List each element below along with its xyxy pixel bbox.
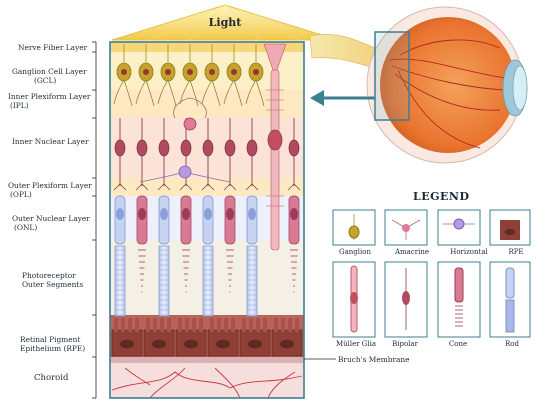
legend-box-ganglion	[332, 209, 376, 246]
legend-box-cone	[437, 261, 481, 338]
light-label: Light	[208, 16, 242, 29]
rpe-cell	[111, 318, 143, 357]
label-inl: Inner Nuclear Layer	[12, 137, 89, 146]
bruch-band	[110, 357, 304, 363]
eye-zoom-box	[374, 31, 410, 121]
legend-box-bipolar	[384, 261, 428, 338]
legend	[332, 209, 531, 338]
legend-caption-muller-glia: Müller Glia	[335, 340, 377, 348]
ganglion-cell	[201, 44, 221, 107]
rpe-cell	[207, 318, 239, 357]
rpe-cells	[111, 318, 303, 357]
opl-band	[110, 178, 304, 196]
cone-column	[135, 118, 149, 293]
rod-column	[201, 118, 215, 317]
legend-box-rod	[489, 261, 531, 338]
zoom-arrow	[310, 90, 375, 106]
rod-column	[157, 118, 171, 317]
choroid-vessels	[111, 367, 303, 399]
legend-caption-rpe: RPE	[508, 248, 524, 256]
label-nfl: Nerve Fiber Layer	[18, 43, 88, 52]
ganglion-cell	[113, 44, 133, 107]
legend-box-muller-glia	[332, 261, 376, 338]
legend-caption-cone: Cone	[448, 340, 468, 348]
cell-columns	[113, 118, 301, 317]
legend-box-amacrine	[384, 209, 428, 246]
amacrine-cell	[173, 97, 207, 131]
eyeball-illustration	[309, 6, 528, 164]
legend-caption-amacrine: Amacrine	[394, 248, 430, 256]
muller-glia-cell	[263, 43, 287, 251]
ganglion-cell	[179, 44, 199, 107]
legend-caption-bipolar: Bipolar	[392, 340, 418, 348]
ganglion-cell	[157, 44, 177, 107]
label-bruch-membrane: Bruch's Membrane	[338, 355, 410, 364]
label-gcl: Ganglion Cell Layer(GCL)	[12, 67, 87, 85]
legend-caption-horizontal: Horizontal	[450, 248, 488, 256]
ganglion-cell	[245, 44, 265, 107]
rpe-cell	[239, 318, 271, 357]
ganglion-cells	[113, 44, 265, 107]
rod-column	[245, 118, 259, 317]
legend-title: LEGEND	[413, 190, 470, 203]
legend-caption-rod: Rod	[505, 340, 519, 348]
cone-column	[179, 118, 193, 293]
rpe-cell	[175, 318, 207, 357]
layer-scale-bar	[92, 41, 97, 399]
retina-panel-frame	[109, 41, 305, 399]
label-opl: Outer Plexiform Layer(OPL)	[8, 181, 92, 199]
cone-column	[287, 118, 301, 293]
rpe-cell	[143, 318, 175, 357]
rod-column	[113, 118, 127, 317]
nerve-fiber-band	[110, 42, 304, 52]
legend-box-horizontal	[437, 209, 481, 246]
horizontal-cell	[139, 165, 231, 183]
legend-box-rpe	[489, 209, 531, 246]
ganglion-cell	[135, 44, 155, 107]
rpe-cell	[271, 318, 303, 357]
label-onl: Outer Nuclear Layer(ONL)	[12, 214, 90, 232]
label-ipl: Inner Plexiform Layer(IPL)	[8, 92, 91, 110]
legend-caption-ganglion: Ganglion	[339, 248, 371, 256]
label-choroid: Choroid	[34, 373, 69, 383]
ganglion-cell	[223, 44, 243, 107]
cone-column	[223, 118, 237, 293]
light-source	[111, 4, 339, 41]
